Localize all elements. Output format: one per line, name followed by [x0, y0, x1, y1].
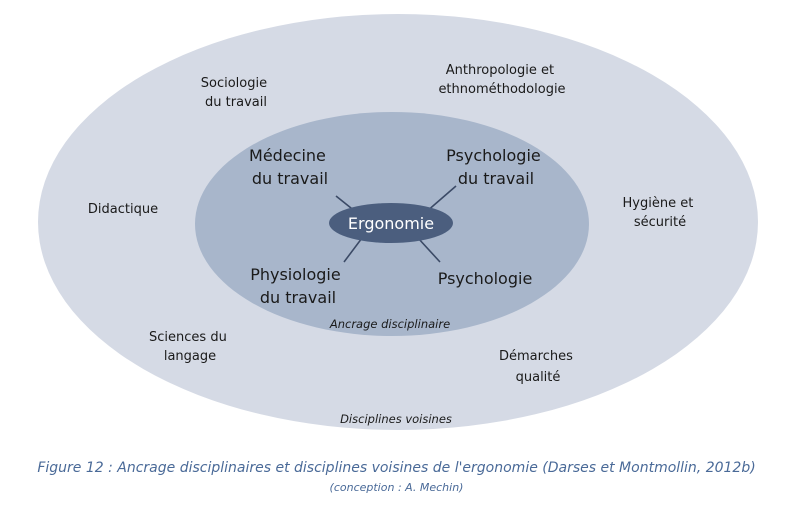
- zone-label-disciplines-voisines: Disciplines voisines: [340, 412, 452, 426]
- center-ellipse-ergonomie: [329, 203, 453, 243]
- figure-credit: (conception : A. Mechin): [329, 481, 464, 494]
- label-physiologie-line2: du travail: [260, 288, 336, 307]
- label-sociologie-line1: Sociologie: [201, 76, 267, 91]
- label-psychologie: Psychologie: [438, 269, 533, 288]
- label-hygiene-line1: Hygiène et: [623, 196, 694, 211]
- label-didactique: Didactique: [88, 202, 158, 217]
- figure-caption: Figure 12 : Ancrage disciplinaires et di…: [37, 460, 756, 476]
- label-demarches-line1: Démarches: [499, 349, 573, 364]
- spoke-psychologie: [417, 237, 441, 263]
- label-physiologie-du-travail: Physiologie du travail: [250, 265, 346, 307]
- spoke-physiologie: [343, 237, 363, 263]
- label-demarches-line2: qualité: [516, 370, 561, 385]
- center-label-ergonomie: Ergonomie: [348, 214, 434, 233]
- label-anthropologie-line2: ethnométhodologie: [438, 82, 565, 97]
- spoke-psychologie-travail: [425, 185, 457, 213]
- label-sociologie-du-travail: Sociologie du travail: [201, 76, 272, 110]
- label-anthropologie-line1: Anthropologie et: [446, 63, 554, 78]
- label-hygiene-securite: Hygiène et sécurité: [623, 196, 698, 230]
- label-physiologie-line1: Physiologie: [250, 265, 341, 284]
- label-sociologie-line2: du travail: [205, 95, 267, 110]
- label-demarches-qualite: Démarches qualité: [499, 349, 577, 385]
- label-anthropologie: Anthropologie et ethnométhodologie: [438, 63, 565, 97]
- label-sciences-line2: langage: [164, 349, 216, 364]
- label-hygiene-line2: sécurité: [634, 215, 686, 230]
- label-medecine-line1: Médecine: [249, 146, 326, 165]
- label-sciences-line1: Sciences du: [149, 330, 227, 345]
- zone-label-ancrage-disciplinaire: Ancrage disciplinaire: [329, 317, 450, 331]
- label-psycho-travail-line2: du travail: [458, 169, 534, 188]
- ergonomics-diagram: Ergonomie Médecine du travail Psychologi…: [38, 14, 758, 430]
- label-medecine-line2: du travail: [252, 169, 328, 188]
- label-psycho-travail-line1: Psychologie: [446, 146, 541, 165]
- label-sciences-du-langage: Sciences du langage: [149, 330, 231, 364]
- label-medecine-du-travail: Médecine du travail: [249, 146, 331, 188]
- label-psychologie-du-travail: Psychologie du travail: [446, 146, 546, 188]
